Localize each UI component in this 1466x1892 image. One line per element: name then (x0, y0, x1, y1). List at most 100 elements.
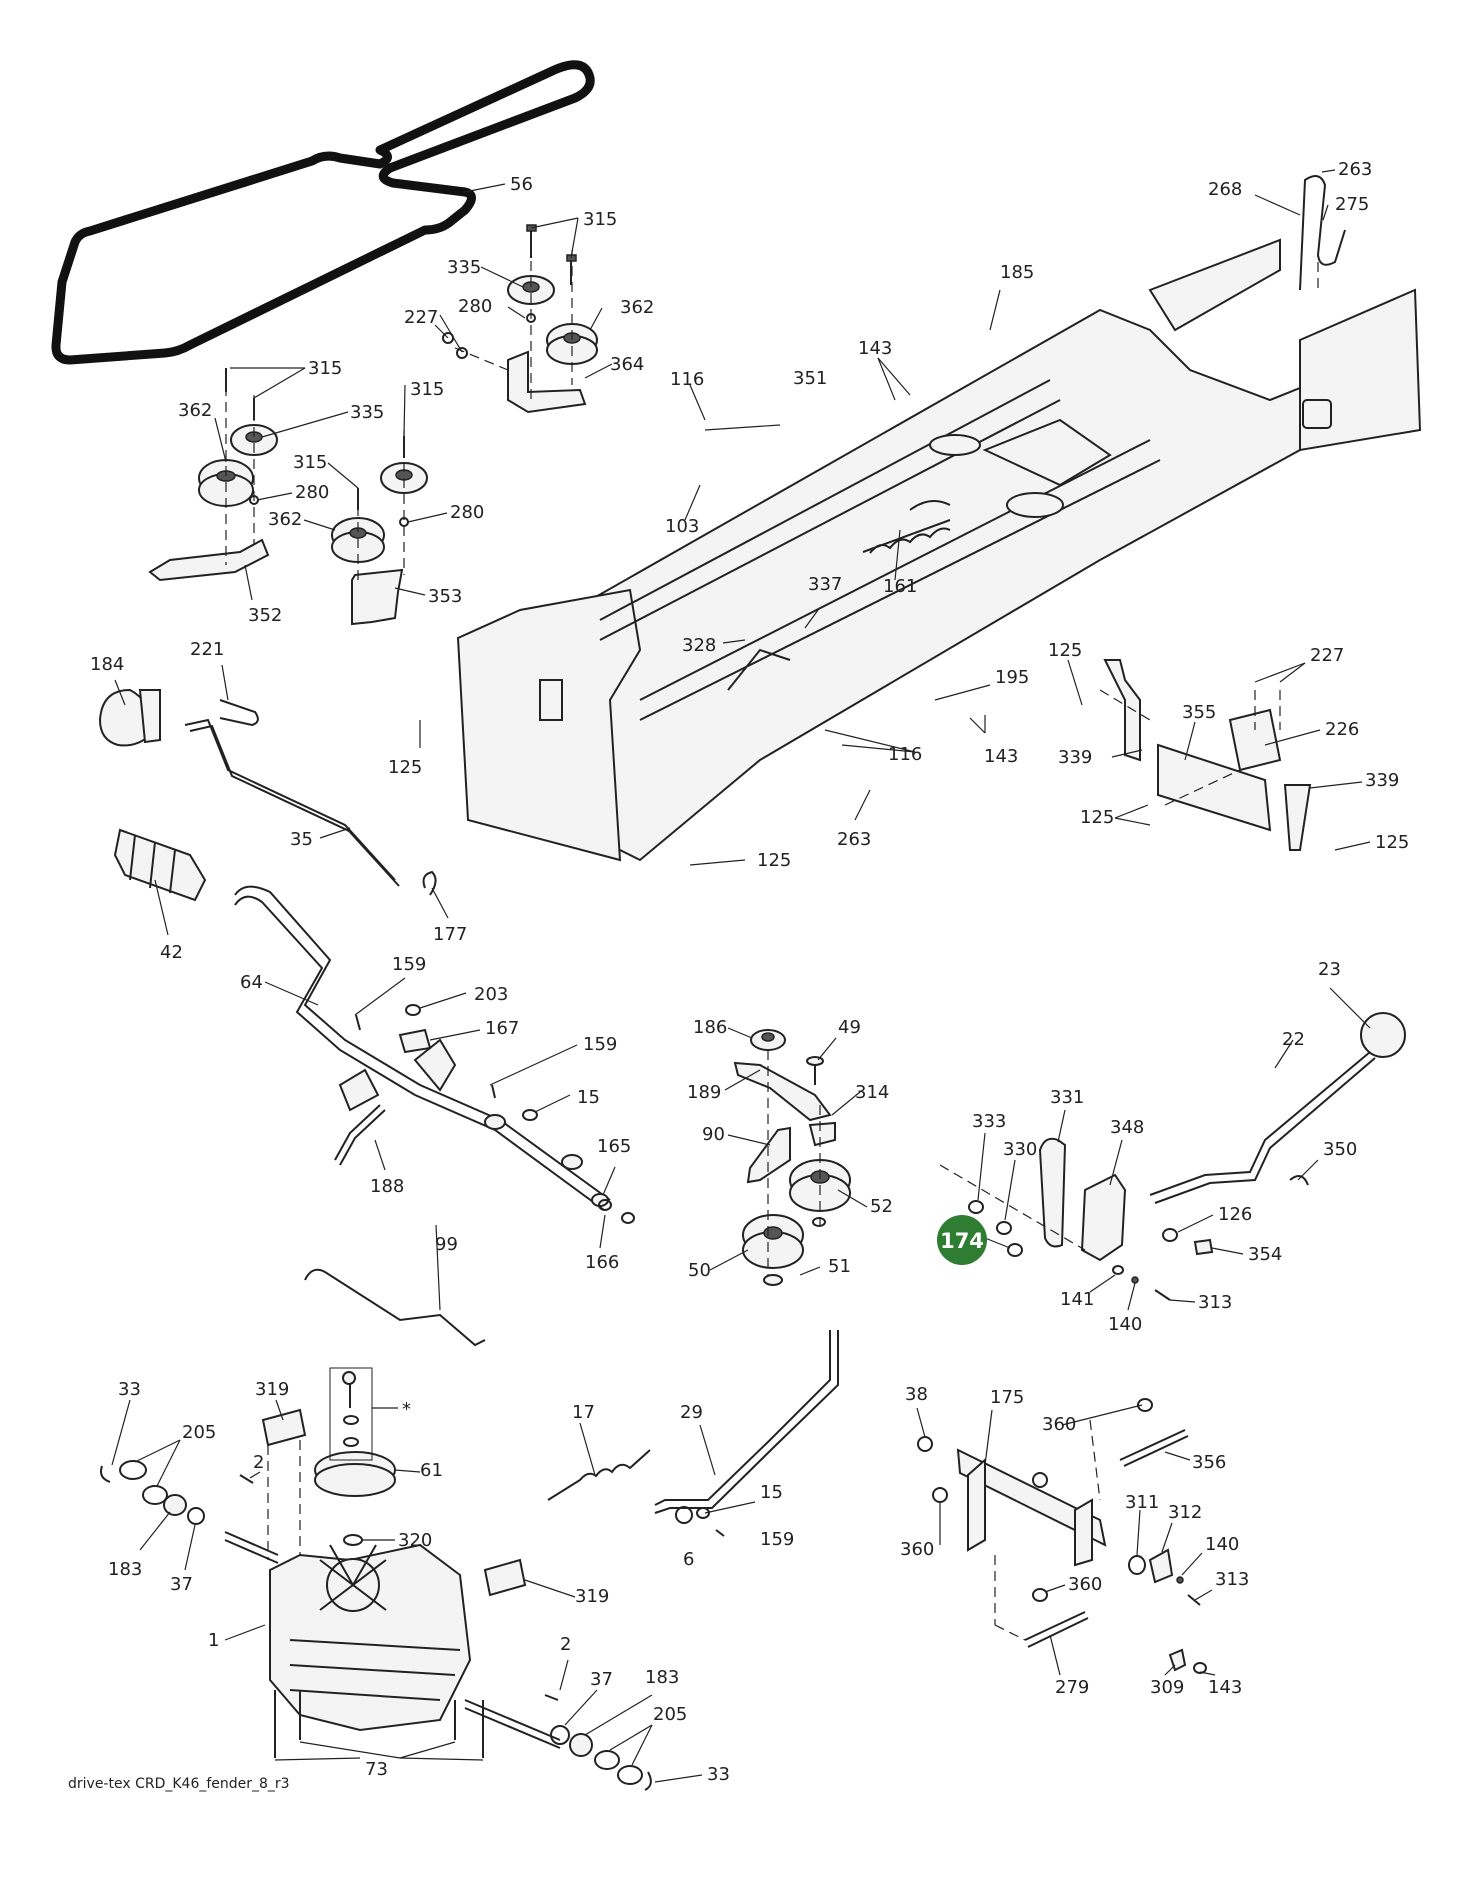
callout: 38 (905, 1384, 928, 1405)
callout: 280 (295, 482, 329, 503)
callout: 175 (990, 1387, 1024, 1408)
callout: 315 (293, 452, 327, 473)
highlighted-callout-174[interactable]: 174 (937, 1215, 1011, 1265)
callout: 159 (583, 1034, 617, 1055)
callout: 335 (350, 402, 384, 423)
highlight-label: 174 (940, 1229, 984, 1253)
callout: 360 (1068, 1574, 1102, 1595)
callout: 351 (793, 368, 827, 389)
callout: 189 (687, 1082, 721, 1103)
callout: 126 (1218, 1204, 1252, 1225)
bracket-364 (507, 350, 587, 414)
callout: 33 (707, 1764, 730, 1785)
callout: 319 (575, 1586, 609, 1607)
callout: 337 (808, 574, 842, 595)
callout: 339 (1058, 747, 1092, 768)
callout: 90 (702, 1124, 725, 1145)
callout: 37 (590, 1669, 613, 1690)
bracket-353 (351, 568, 404, 626)
callout: 56 (510, 174, 533, 195)
callout: 1 (208, 1630, 219, 1651)
callout: 15 (577, 1087, 600, 1108)
callout: 315 (583, 209, 617, 230)
callout: 141 (1060, 1289, 1094, 1310)
callout: 280 (458, 296, 492, 317)
callout: 355 (1182, 702, 1216, 723)
callout: 335 (447, 257, 481, 278)
callout: 143 (984, 746, 1018, 767)
callout: 339 (1365, 770, 1399, 791)
pulley-61 (314, 1451, 396, 1497)
callout: 50 (688, 1260, 711, 1281)
callout: 313 (1215, 1569, 1249, 1590)
callout: 362 (178, 400, 212, 421)
transaxle-1 (269, 1543, 472, 1732)
callout: 348 (1110, 1117, 1144, 1138)
footer-label: drive-tex CRD_K46_fender_8_r3 (68, 1776, 290, 1792)
callout: 275 (1335, 194, 1369, 215)
callout: 360 (1042, 1414, 1076, 1435)
callout: 353 (428, 586, 462, 607)
callout: 184 (90, 654, 124, 675)
bracket-352 (148, 538, 270, 582)
callout: 226 (1325, 719, 1359, 740)
collar-312 (1148, 1548, 1174, 1584)
callout: 140 (1108, 1314, 1142, 1335)
callout: 37 (170, 1574, 193, 1595)
callout: 166 (585, 1252, 619, 1273)
bolts-73 (274, 1690, 484, 1758)
callout: 125 (388, 757, 422, 778)
main-frame (456, 238, 1422, 862)
callout: 42 (160, 942, 183, 963)
callout: 15 (760, 1482, 783, 1503)
rod-29 (654, 1330, 831, 1506)
callout: 17 (572, 1402, 595, 1423)
callout: 315 (410, 379, 444, 400)
callout: 103 (665, 516, 699, 537)
callout: 315 (308, 358, 342, 379)
callout: 362 (268, 509, 302, 530)
callout: 125 (1375, 832, 1409, 853)
callout: 165 (597, 1136, 631, 1157)
callout: 328 (682, 635, 716, 656)
bracket-226 (1228, 708, 1282, 772)
bracket-319-right (483, 1558, 527, 1597)
callout: 364 (610, 354, 644, 375)
callout: 143 (1208, 1677, 1242, 1698)
spring-161 (862, 519, 951, 554)
bracket-339-left (1103, 659, 1141, 762)
bracket-90 (746, 1126, 791, 1184)
bracket-348 (1080, 1173, 1127, 1262)
callout: 333 (972, 1111, 1006, 1132)
knob-23 (1360, 1012, 1406, 1058)
callout: 64 (240, 972, 263, 993)
pulley-50 (742, 1214, 804, 1269)
callout: 330 (1003, 1139, 1037, 1160)
callout: 73 (365, 1759, 388, 1780)
callout: 140 (1205, 1534, 1239, 1555)
callout: 221 (190, 639, 224, 660)
callout: 356 (1192, 1452, 1226, 1473)
callout: 159 (760, 1529, 794, 1550)
callout: 2 (253, 1452, 264, 1473)
callout: 350 (1323, 1139, 1357, 1160)
rod-188 (339, 1109, 386, 1166)
callout: * (402, 1399, 411, 1420)
callout: 263 (837, 829, 871, 850)
rod-99 (304, 1268, 486, 1347)
callout: 185 (1000, 262, 1034, 283)
callout: 35 (290, 829, 313, 850)
callout: 125 (1048, 640, 1082, 661)
callout: 99 (435, 1234, 458, 1255)
callout: 183 (108, 1559, 142, 1580)
callout: 331 (1050, 1087, 1084, 1108)
drive-belt (51, 60, 595, 365)
callout: 279 (1055, 1677, 1089, 1698)
callout: 309 (1150, 1677, 1184, 1698)
bolt-49 (806, 1056, 824, 1085)
rod-35 (184, 718, 396, 881)
plate-355 (1157, 743, 1272, 832)
callout: 352 (248, 605, 282, 626)
axle-shaft (224, 1531, 279, 1564)
callout: 360 (900, 1539, 934, 1560)
